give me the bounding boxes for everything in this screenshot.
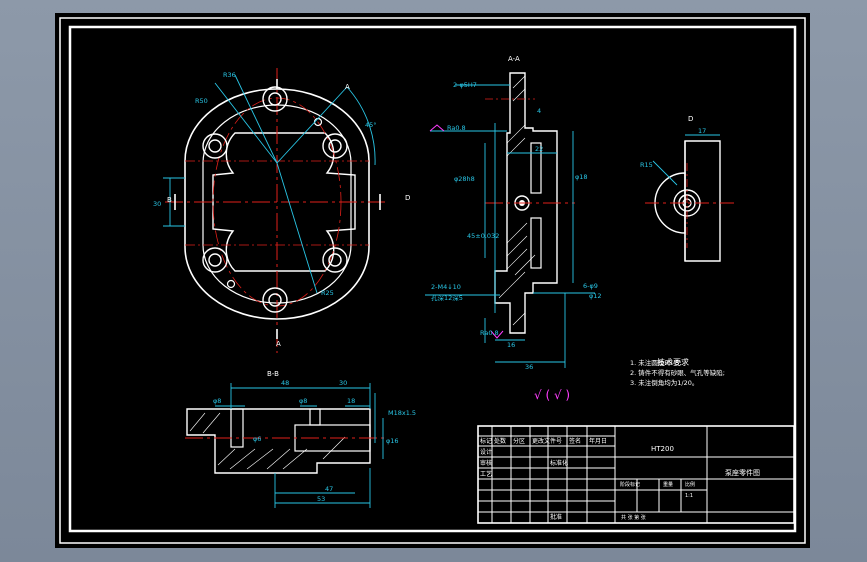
section-aa-view [425,72,595,368]
cad-drawing-canvas[interactable]: A-A B-B D A A B D 技术要求 1. 未注圆角R3-5; 2. 铸… [55,13,810,548]
section-letter-a-bottom: A [276,340,281,348]
title-block [477,425,795,524]
tb-col-1: 分区 [513,437,525,445]
view-bb-label: B-B [267,370,279,378]
roughness-symbol: √ ( √ ) [534,388,570,402]
dim-thread: 2-M4↓10 [431,283,461,291]
tb-label2-0: 标准化 [550,459,568,467]
dim-30: 30 [153,200,161,208]
dim-bb-47: 47 [325,485,333,493]
scale-label: 比例 [685,481,695,488]
tb-col-2: 更改文件号 [532,437,562,445]
material-label: HT200 [651,445,674,453]
drawing-area[interactable]: A-A B-B D A A B D 技术要求 1. 未注圆角R3-5; 2. 铸… [55,13,810,548]
dim-d-17: 17 [698,127,706,135]
sheet-label: 共 张 第 张 [621,514,646,521]
section-letter-b: B [167,196,172,204]
section-letter-a-top: A [345,83,350,91]
outer-border [59,17,806,544]
tech-note-1: 1. 未注圆角R3-5; [630,358,682,367]
view-d-label: D [688,115,693,123]
tb-col-4: 年月日 [589,437,607,445]
tech-note-3: 3. 未注倒角均为1/20。 [630,378,698,387]
dim-hole: 2-φ5H7 [453,81,477,89]
dim-d45: 45±0.032 [467,232,499,240]
dim-r50: R50 [195,97,208,105]
tech-notes-title: 技术要求 [657,357,689,367]
scale-value: 1:1 [685,493,693,499]
dim-r25: R25 [321,289,334,297]
view-d [645,134,735,262]
dim-bb-d6: φ6 [253,435,261,443]
dim-bb-30: 30 [339,379,347,387]
tech-note-2: 2. 铸件不得有砂眼、气孔等缺陷; [630,368,725,377]
dim-thread-note: 孔深12深5 [431,293,463,302]
stage-label: 阶段标记 [620,481,640,488]
dim-d16: 16 [507,341,515,349]
dim-bb-d8b: φ8 [299,397,307,405]
dim-bb-18: 18 [347,397,355,405]
dim-d4: 4 [537,107,541,115]
weight-label: 重量 [663,481,673,488]
tb-row-1: 设计 [480,448,492,456]
dim-d18: φ18 [575,173,588,181]
dim-rough2: Ra0.8 [480,329,499,337]
dim-bb-d16: φ16 [386,437,399,445]
front-view [163,68,385,353]
tb-col-0: 处数 [494,437,506,445]
dim-d28: φ28h8 [454,175,475,183]
dim-bb-d8a: φ8 [213,397,221,405]
tb-col-3: 签名 [569,437,581,445]
dim-d-r15: R15 [640,161,653,169]
tb-label2-1: 批准 [550,513,562,521]
section-letter-d: D [405,194,410,202]
dim-r36: R36 [223,71,236,79]
view-aa-label: A-A [508,55,520,63]
tb-row-3: 工艺 [480,470,492,478]
dim-d12: φ12 [589,292,602,300]
tb-row-2: 审核 [480,459,492,467]
dim-d36: 36 [525,363,533,371]
dim-d22: 22 [535,145,543,153]
dim-bb-m18: M18x1.5 [388,409,416,417]
part-name-label: 泵座零件图 [725,468,760,477]
inner-border [68,25,797,533]
dim-bb-53: 53 [317,495,325,503]
dim-d6: 6-φ9 [583,282,598,290]
dim-bb-48: 48 [281,379,289,387]
dim-rough1: Ra0.8 [447,124,466,132]
tb-row-0: 标记 [480,437,492,445]
section-bb-view [185,383,385,508]
dim-angle45: 45° [365,121,377,129]
